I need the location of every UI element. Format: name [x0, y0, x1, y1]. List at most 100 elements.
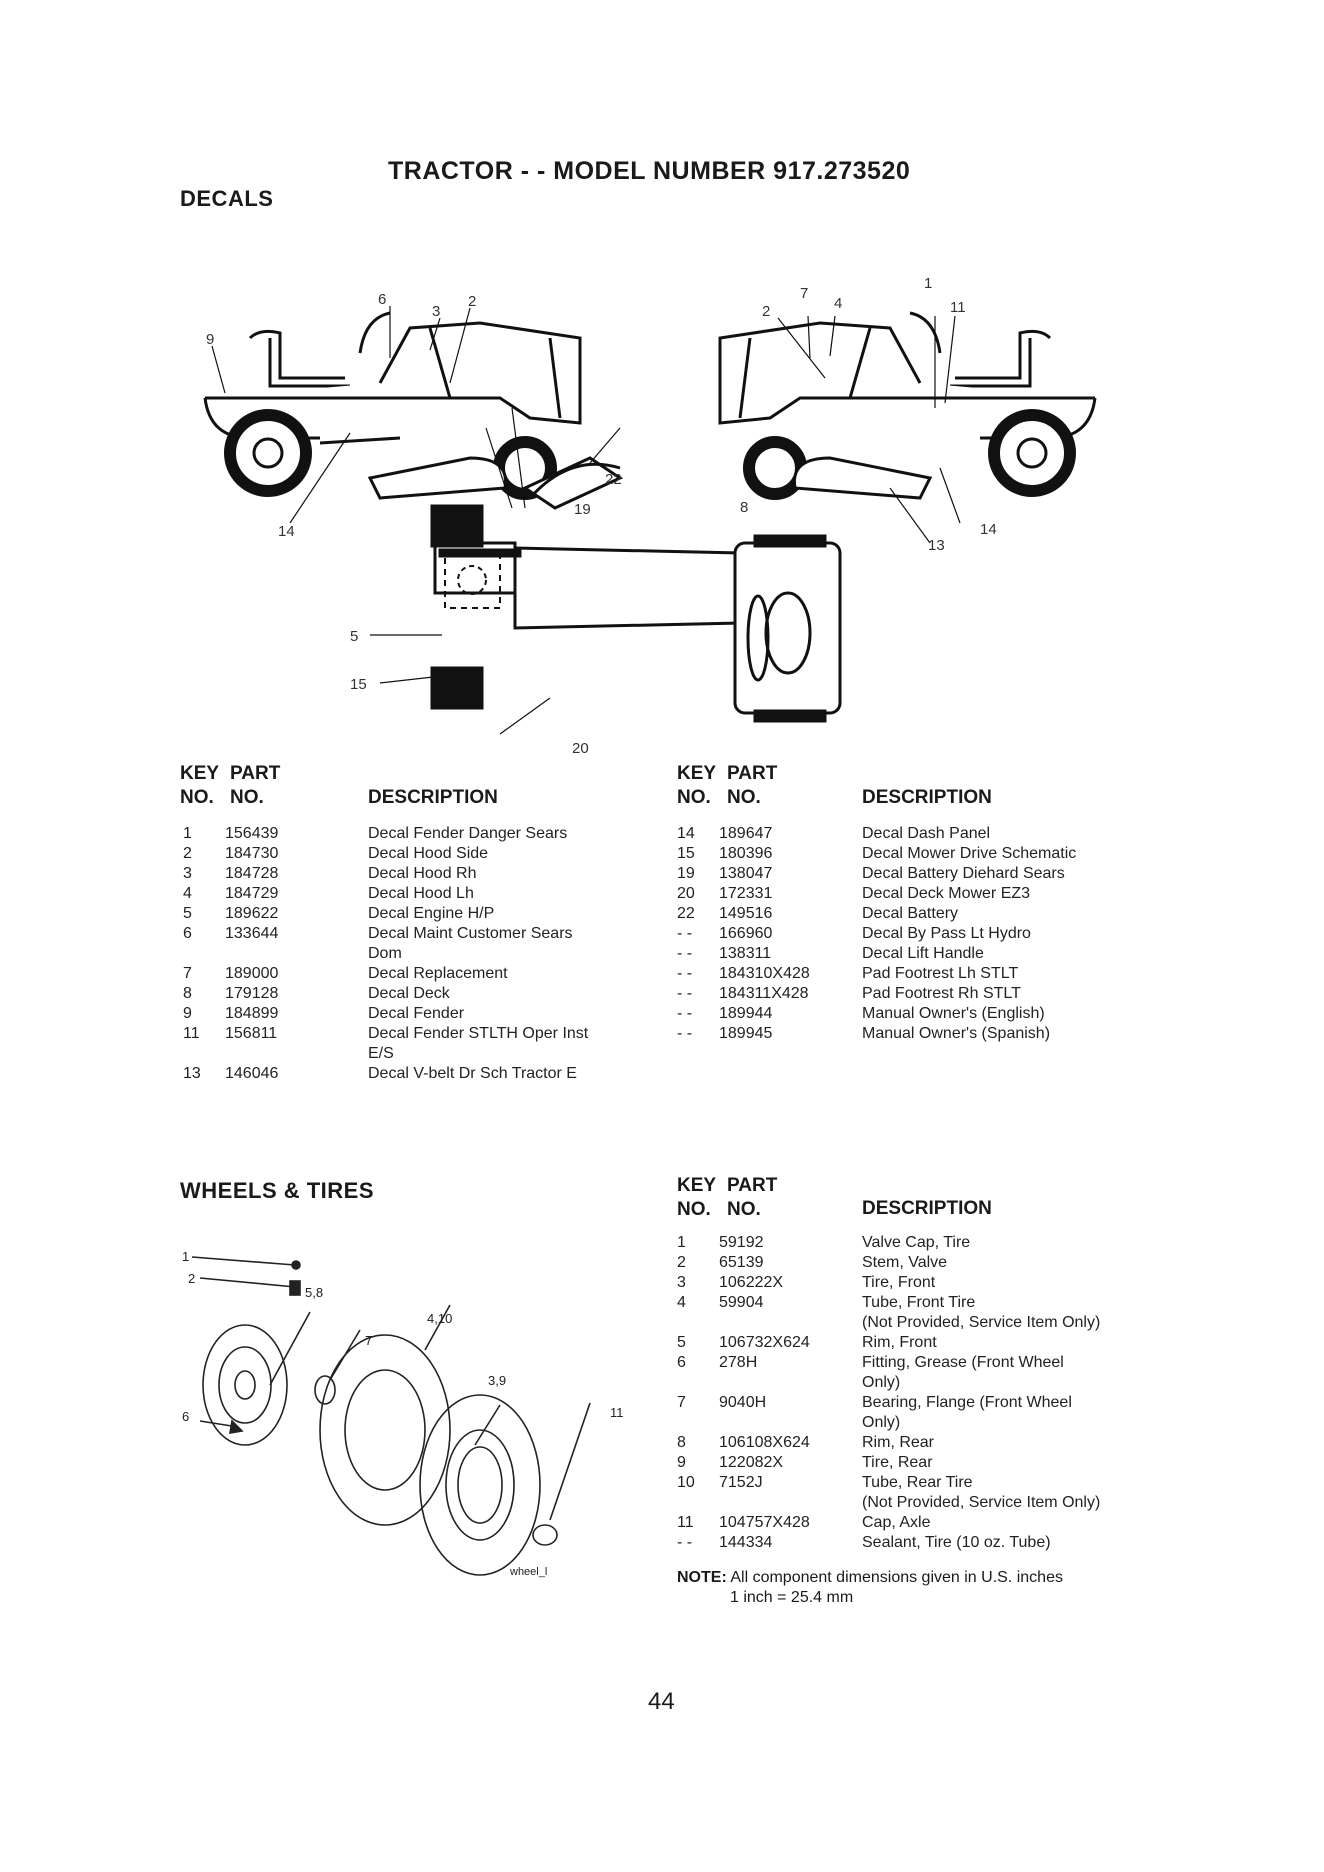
description: E/S: [368, 1045, 394, 1062]
part-no: 189622: [225, 905, 279, 922]
part-no: 133644: [225, 925, 279, 942]
description: Rim, Front: [862, 1334, 937, 1351]
key-no: - -: [677, 965, 693, 982]
axle-cap: [532, 1524, 558, 1546]
part-header: PART: [230, 763, 281, 784]
description: Decal Lift Handle: [862, 945, 984, 962]
key-no: 1: [183, 825, 192, 842]
description: Decal Hood Lh: [368, 885, 474, 902]
key-no: - -: [677, 925, 693, 942]
part-no: [225, 1044, 368, 1064]
key-no: 10: [677, 1474, 695, 1491]
part-no: 184311X428: [719, 985, 809, 1002]
description: Decal Maint Customer Sears: [368, 925, 573, 942]
callout: 15: [350, 676, 367, 693]
description: Decal Battery: [862, 905, 959, 922]
key-no: 8: [677, 1434, 686, 1451]
description: Decal Hood Side: [368, 845, 489, 862]
part-no: 180396: [719, 845, 773, 862]
callout: 4,10: [427, 1311, 452, 1326]
part-no: 104757X428: [719, 1514, 810, 1531]
part-no: 184310X428: [719, 965, 810, 982]
part-no: [719, 1313, 862, 1333]
key-no: 1: [677, 1234, 686, 1251]
part-no: 106732X624: [719, 1334, 810, 1351]
description: Decal Deck Mower EZ3: [862, 885, 1031, 902]
description-header: DESCRIPTION: [862, 1198, 992, 1219]
description: (Not Provided, Service Item Only): [862, 1494, 1101, 1511]
callout: 6: [378, 291, 386, 308]
wheels-heading: WHEELS & TIRES: [180, 1178, 375, 1203]
callout: 9: [206, 331, 214, 348]
part-header: PART: [727, 1175, 778, 1196]
description: Decal Fender STLTH Oper Inst: [368, 1025, 589, 1042]
part-no: 106108X624: [719, 1434, 810, 1451]
part-no: 184729: [225, 885, 279, 902]
part-header-no: NO.: [230, 787, 264, 808]
description-header: DESCRIPTION: [368, 787, 498, 808]
part-no: 149516: [719, 905, 773, 922]
callout: 1: [924, 275, 932, 292]
description: Decal Fender: [368, 1005, 465, 1022]
callout: 2: [762, 303, 770, 320]
part-no: 59192: [719, 1234, 764, 1251]
description: (Not Provided, Service Item Only): [862, 1314, 1101, 1331]
description: Tube, Front Tire: [862, 1294, 976, 1311]
callout: wheel_l: [509, 1566, 547, 1578]
key-no: 15: [677, 845, 695, 862]
part-no: 184728: [225, 865, 279, 882]
key-no: - -: [677, 985, 693, 1002]
note-line1: All component dimensions given in U.S. i…: [730, 1569, 1063, 1586]
description: Decal Replacement: [368, 965, 508, 982]
callout: 19: [574, 501, 591, 518]
callout: 6: [182, 1409, 189, 1424]
part-no: 278H: [719, 1354, 758, 1371]
key-no: [677, 1413, 719, 1433]
table-row: E/S: [183, 1044, 658, 1064]
description: Fitting, Grease (Front Wheel: [862, 1354, 1064, 1371]
key-no: 2: [677, 1254, 686, 1271]
description: Bearing, Flange (Front Wheel: [862, 1394, 1072, 1411]
table-row: Only): [677, 1373, 1162, 1393]
part-no: 184730: [225, 845, 279, 862]
description: Tire, Rear: [862, 1454, 933, 1471]
part-no: 65139: [719, 1254, 764, 1271]
key-no: 14: [677, 825, 695, 842]
part-no: [719, 1373, 862, 1393]
key-no: 19: [677, 865, 695, 882]
note-line2: 1 inch = 25.4 mm: [730, 1589, 854, 1606]
description: Decal Battery Diehard Sears: [862, 865, 1065, 882]
callout: 3,9: [488, 1373, 506, 1388]
part-no: [719, 1413, 862, 1433]
key-header-no: NO.: [180, 787, 214, 808]
callout: 7: [365, 1333, 372, 1348]
key-no: 3: [183, 865, 192, 882]
callout: 5: [350, 628, 358, 645]
callout: 13: [928, 537, 945, 554]
part-no: 189000: [225, 965, 279, 982]
callout: 7: [800, 285, 808, 302]
description: Decal Deck: [368, 985, 450, 1002]
